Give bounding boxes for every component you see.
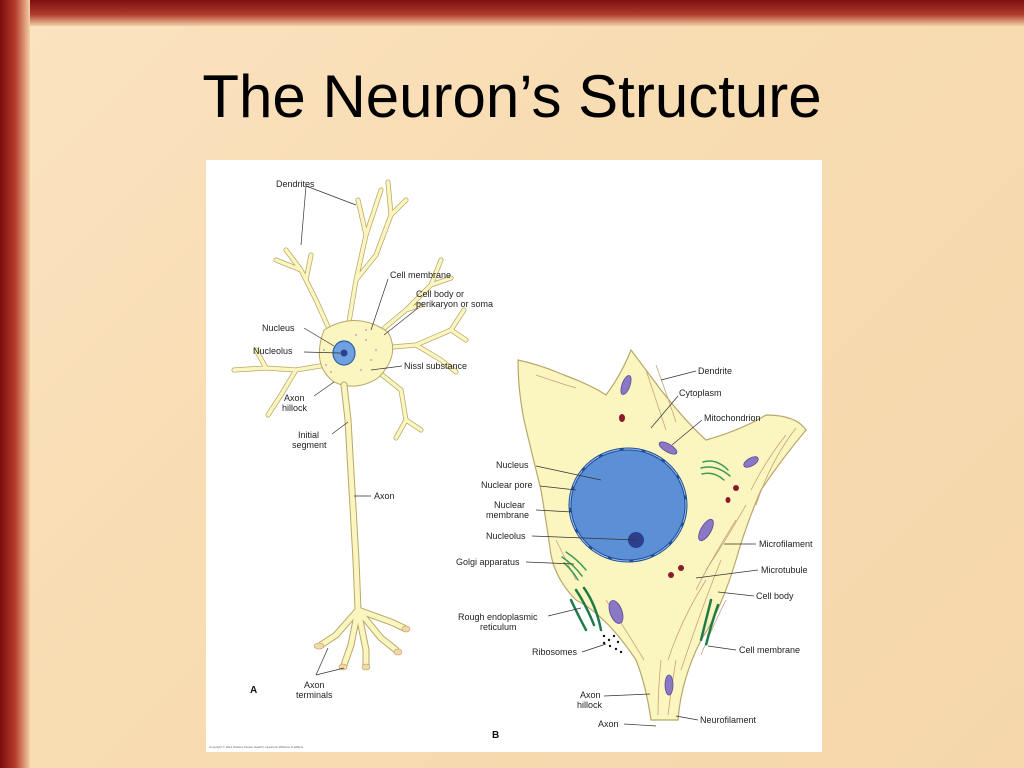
label-nucleolus-a: Nucleolus — [253, 346, 293, 356]
label-neurofilament: Neurofilament — [700, 715, 757, 725]
slide-frame-left — [0, 0, 30, 768]
label-cell-membrane-b: Cell membrane — [739, 645, 800, 655]
label-nissl-substance: Nissl substance — [404, 361, 467, 371]
label-nucleus-b: Nucleus — [496, 460, 529, 470]
panel-b-cell-body — [517, 348, 807, 721]
label-microfilament: Microfilament — [759, 539, 813, 549]
label-cytoplasm: Cytoplasm — [679, 388, 722, 398]
panel-b-leader-lines — [525, 370, 759, 727]
label-nuclear-pore: Nuclear pore — [481, 480, 533, 490]
label-axon-hillock-a-line2: hillock — [282, 403, 308, 413]
label-nuclear-membrane-line1: Nuclear — [494, 500, 525, 510]
label-initial-segment-line1: Initial — [298, 430, 319, 440]
label-nuclear-membrane-line2: membrane — [486, 510, 529, 520]
label-microtubule: Microtubule — [761, 565, 808, 575]
label-cell-body-b: Cell body — [756, 591, 794, 601]
slide-title: The Neuron’s Structure — [202, 63, 822, 130]
label-axon-hillock-b-line2: hillock — [577, 700, 603, 710]
label-rough-er-line2: reticulum — [480, 622, 517, 632]
panel-letter-b: B — [492, 730, 499, 741]
label-dendrite-b: Dendrite — [698, 366, 732, 376]
label-cell-body-a-line2: perikaryon or soma — [416, 299, 493, 309]
label-mitochondrion: Mitochondrion — [704, 413, 761, 423]
label-axon-hillock-a-line1: Axon — [284, 393, 305, 403]
label-nucleolus-b: Nucleolus — [486, 531, 526, 541]
label-ribosomes: Ribosomes — [532, 647, 578, 657]
slide-frame-top — [0, 0, 1024, 26]
label-golgi-apparatus: Golgi apparatus — [456, 557, 520, 567]
panel-letter-a: A — [250, 685, 257, 696]
panel-a-neuron — [231, 179, 469, 671]
label-axon-terminals-line1: Axon — [304, 680, 325, 690]
label-axon-a: Axon — [374, 491, 395, 501]
label-axon-b: Axon — [598, 719, 619, 729]
neuron-diagram: Dendrites Cell membrane Cell body or per… — [209, 179, 813, 749]
label-cell-membrane-a: Cell membrane — [390, 270, 451, 280]
label-rough-er-line1: Rough endoplasmic — [458, 612, 538, 622]
label-nucleus-a: Nucleus — [262, 323, 295, 333]
copyright-text: Copyright © 2011 Wolters Kluwer Health |… — [209, 745, 304, 749]
label-axon-hillock-b-line1: Axon — [580, 690, 601, 700]
panel-a-leader-lines — [300, 185, 419, 676]
label-axon-terminals-line2: terminals — [296, 690, 333, 700]
label-initial-segment-line2: segment — [292, 440, 327, 450]
label-dendrites: Dendrites — [276, 179, 315, 189]
neuron-figure: Dendrites Cell membrane Cell body or per… — [206, 160, 822, 752]
label-cell-body-a-line1: Cell body or — [416, 289, 464, 299]
